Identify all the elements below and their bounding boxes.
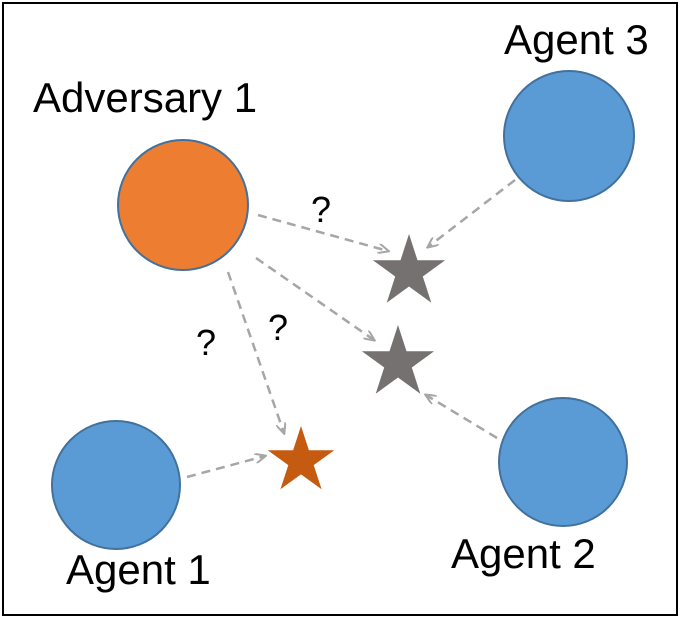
star-icon — [267, 426, 335, 490]
question-mark-2: ? — [196, 322, 216, 363]
arrow-adversary-to-decoy-2 — [255, 256, 374, 340]
adversary-1-node — [117, 139, 249, 271]
star-icon — [361, 325, 435, 394]
question-mark-1: ? — [311, 189, 331, 230]
adversary-1-label: Adversary 1 — [33, 74, 257, 121]
agent-3-node — [503, 70, 635, 202]
agent-2-node — [498, 397, 628, 527]
agent-2-label: Agent 2 — [451, 530, 596, 577]
agent-1-label: Agent 1 — [66, 546, 211, 593]
arrow-adversary-to-decoy-1 — [257, 213, 388, 251]
arrow-agent3-to-decoy-1 — [428, 179, 516, 247]
arrow-agent1-to-target — [186, 456, 265, 479]
arrow-adversary-to-target — [226, 271, 284, 433]
question-mark-3: ? — [268, 307, 288, 348]
agent-3-label: Agent 3 — [504, 16, 649, 63]
star-icon — [372, 234, 446, 303]
agent-1-node — [51, 420, 181, 550]
